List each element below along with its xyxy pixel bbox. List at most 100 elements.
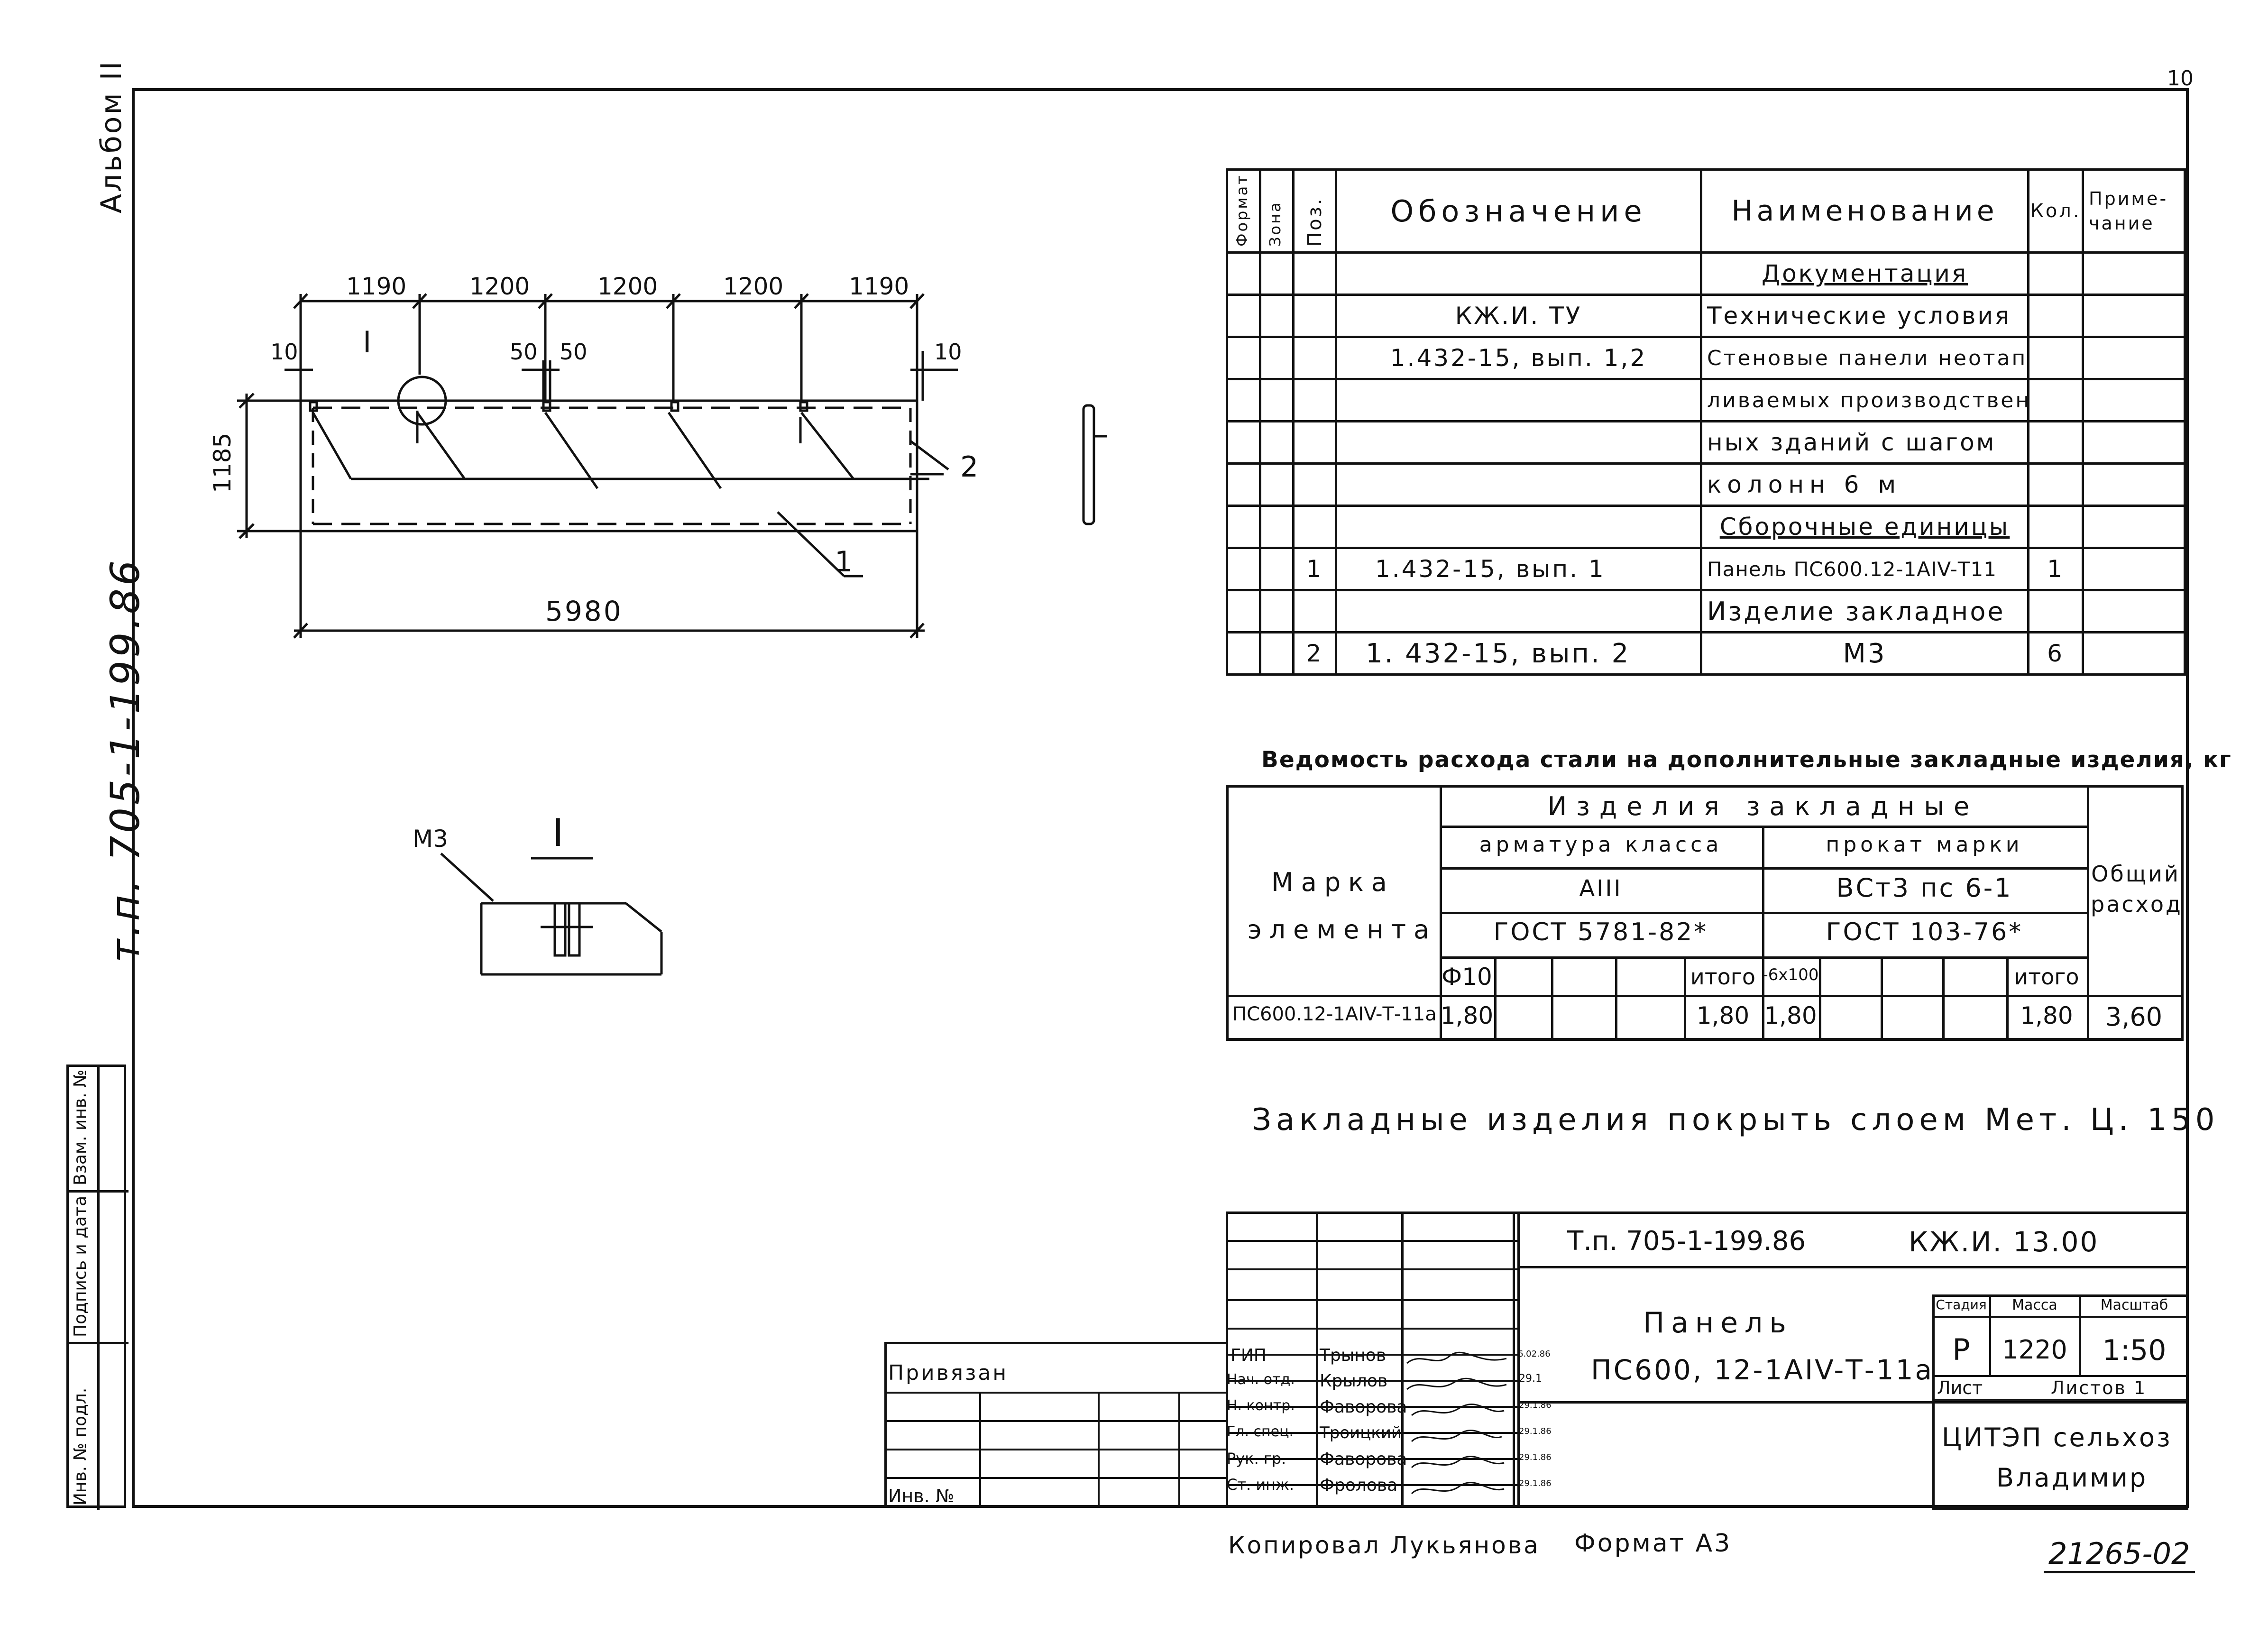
name-nkontr: Фаворова xyxy=(1320,1397,1407,1417)
name-gip: Трынов xyxy=(1320,1346,1387,1365)
date-nach: 29.1 xyxy=(1519,1373,1542,1385)
side-stamp-inv: Инв. № подл. xyxy=(71,1387,90,1505)
name-stinzh: Фролова xyxy=(1320,1476,1398,1495)
side-stamp: Инв. № подл. Подпись и дата Взам. инв. № xyxy=(66,1065,129,1510)
name-nach: Крылов xyxy=(1320,1371,1388,1391)
dim-height: 1185 xyxy=(209,432,236,493)
spec-row: Изделие закладное xyxy=(1226,589,2186,633)
steel-row-v1-total: 1,80 xyxy=(1696,1002,1750,1029)
dim-small-50a: 50 xyxy=(510,339,538,365)
spec-row: ных зданий с шагом xyxy=(1226,420,2186,465)
role-rukgr: Рук. гр. xyxy=(1227,1450,1286,1468)
spec-row: 2 1. 432-15, вып. 2 М3 6 xyxy=(1226,631,2186,676)
steel-row-mark: ПС600.12-1АIV-Т-11а xyxy=(1232,1003,1437,1025)
sheet-code: КЖ.И. 13.00 xyxy=(1909,1226,2099,1258)
steel-table: Марка элемента Изделия закладные арматур… xyxy=(1226,785,2184,1041)
doc-code: Т.п. 705-1-199.86 xyxy=(1567,1226,1806,1257)
scale-value: 1:50 xyxy=(2102,1334,2167,1367)
footer-copied: Копировал Лукьянова xyxy=(1228,1532,1540,1559)
spec-row: 1.432-15, вып. 1,2 Стеновые панели неота… xyxy=(1226,336,2186,380)
sheet-header: Лист xyxy=(1937,1377,1983,1398)
steel-c1: Ф10 xyxy=(1442,963,1492,991)
steel-row-v2-total: 1,80 xyxy=(2020,1002,2073,1029)
role-stinzh: Ст. инж. xyxy=(1227,1476,1295,1494)
spec-h-qty: Кол. xyxy=(2027,168,2084,254)
signatures xyxy=(1406,1351,1507,1495)
role-nach: Нач. отд. xyxy=(1227,1371,1295,1388)
steel-col-mark: Марка элемента xyxy=(1248,867,1437,945)
album-label: Альбом II xyxy=(95,59,128,213)
spec-table: Формат Зона Поз. Обозначение Наименовани… xyxy=(1226,168,2186,676)
steel-sub1-class: АIII xyxy=(1579,875,1623,902)
dim-top-3: 1200 xyxy=(597,273,658,300)
tp-number: т.п. 705-1-199.86 xyxy=(102,557,148,963)
spec-row: 1 1.432-15, вып. 1 Панель ПС600.12-1АIV-… xyxy=(1226,547,2186,591)
date-stinzh: 29.1.86 xyxy=(1519,1478,1552,1488)
stage-header: Стадия xyxy=(1936,1297,1987,1312)
coating-note: Закладные изделия покрыть слоем Мет. Ц. … xyxy=(1252,1102,2220,1138)
detail-title: I xyxy=(552,811,564,855)
spec-h-pos: Поз. xyxy=(1292,168,1337,254)
steel-sub1-gost: ГОСТ 5781-82* xyxy=(1493,918,1708,946)
date-rukgr: 29.1.86 xyxy=(1519,1452,1552,1462)
role-glspec: Гл. спец. xyxy=(1227,1423,1294,1440)
inv-label: Инв. № xyxy=(888,1486,955,1506)
spec-h-format: Формат xyxy=(1226,168,1261,254)
scale-header: Масштаб xyxy=(2100,1297,2168,1313)
spec-row: Сборочные единицы xyxy=(1226,505,2186,549)
steel-c2: -6х100 xyxy=(1762,965,1819,984)
pos-label-1: 1 xyxy=(835,545,853,578)
spec-h-name: Наименование xyxy=(1700,168,2029,254)
spec-h-note: Приме-чание xyxy=(2082,168,2186,254)
dim-small-50b: 50 xyxy=(560,339,588,365)
date-gip: 6.02.86 xyxy=(1518,1349,1551,1359)
steel-sub1: арматура класса xyxy=(1479,833,1723,857)
steel-row-v2: 1,80 xyxy=(1764,1002,1817,1029)
spec-row: ливаемых производствен- xyxy=(1226,378,2186,422)
spec-row: колонн 6 м xyxy=(1226,462,2186,507)
steel-table-title: Ведомость расхода стали на дополнительны… xyxy=(1261,747,2232,773)
dim-top-2: 1200 xyxy=(469,273,530,300)
detail-mark: М3 xyxy=(413,825,448,853)
role-gip: ГИП xyxy=(1230,1346,1267,1365)
privyazan-label: Привязан xyxy=(888,1361,1009,1385)
spec-h-designation: Обозначение xyxy=(1335,168,1702,254)
footer-stamp-no: 21265-02 xyxy=(2044,1536,2195,1573)
org-line1: ЦИТЭП сельхоз xyxy=(1942,1423,2172,1452)
callout-label: I xyxy=(363,325,372,359)
spec-row: Документация xyxy=(1226,251,2186,296)
spec-h-zone: Зона xyxy=(1259,168,1295,254)
steel-total-col: Общий расход xyxy=(2091,861,2183,917)
dim-small-10-right: 10 xyxy=(934,339,962,365)
dim-length: 5980 xyxy=(545,595,623,627)
date-glspec: 29.1.86 xyxy=(1519,1426,1552,1436)
dim-top-1: 1190 xyxy=(346,273,407,300)
steel-c1-itogo: итого xyxy=(1690,964,1756,990)
date-nkontr: 29.1.86 xyxy=(1519,1400,1552,1410)
steel-sub2-gost: ГОСТ 103-76* xyxy=(1826,918,2023,946)
steel-row-total: 3,60 xyxy=(2105,1002,2163,1032)
steel-sub2-class: ВСт3 пс 6-1 xyxy=(1836,873,2013,903)
name-line1: Панель xyxy=(1643,1306,1793,1340)
name-line2: ПС600, 12-1АIV-Т-11а xyxy=(1591,1354,1934,1386)
stage-value: Р xyxy=(1952,1332,1970,1367)
dim-top-4: 1200 xyxy=(723,273,784,300)
sheet-number: 10 xyxy=(2167,66,2194,91)
steel-row-v1: 1,80 xyxy=(1440,1002,1494,1029)
sheets-header: Листов 1 xyxy=(2051,1377,2147,1398)
mass-header: Масса xyxy=(2012,1297,2057,1313)
pos-label-2: 2 xyxy=(960,450,979,484)
side-stamp-sign: Подпись и дата xyxy=(71,1195,90,1337)
steel-group: Изделия закладные xyxy=(1547,791,1979,821)
mass-value: 1220 xyxy=(2002,1335,2067,1365)
org-line2: Владимир xyxy=(1996,1463,2148,1493)
dim-small-10-left: 10 xyxy=(270,339,298,365)
title-block: Привязан Инв. № ГИП Трынов 6.02.86 Нач. … xyxy=(884,1211,2188,1510)
side-stamp-vzam: Взам. инв. № xyxy=(71,1069,90,1185)
role-nkontr: Н. контр. xyxy=(1227,1397,1295,1414)
steel-c2-itogo: итого xyxy=(2014,964,2079,990)
spec-row: КЖ.И. ТУ Технические условия xyxy=(1226,294,2186,338)
footer-format: Формат А3 xyxy=(1574,1529,1732,1558)
name-glspec: Троицкий xyxy=(1320,1423,1402,1442)
steel-sub2: прокат марки xyxy=(1826,833,2023,857)
